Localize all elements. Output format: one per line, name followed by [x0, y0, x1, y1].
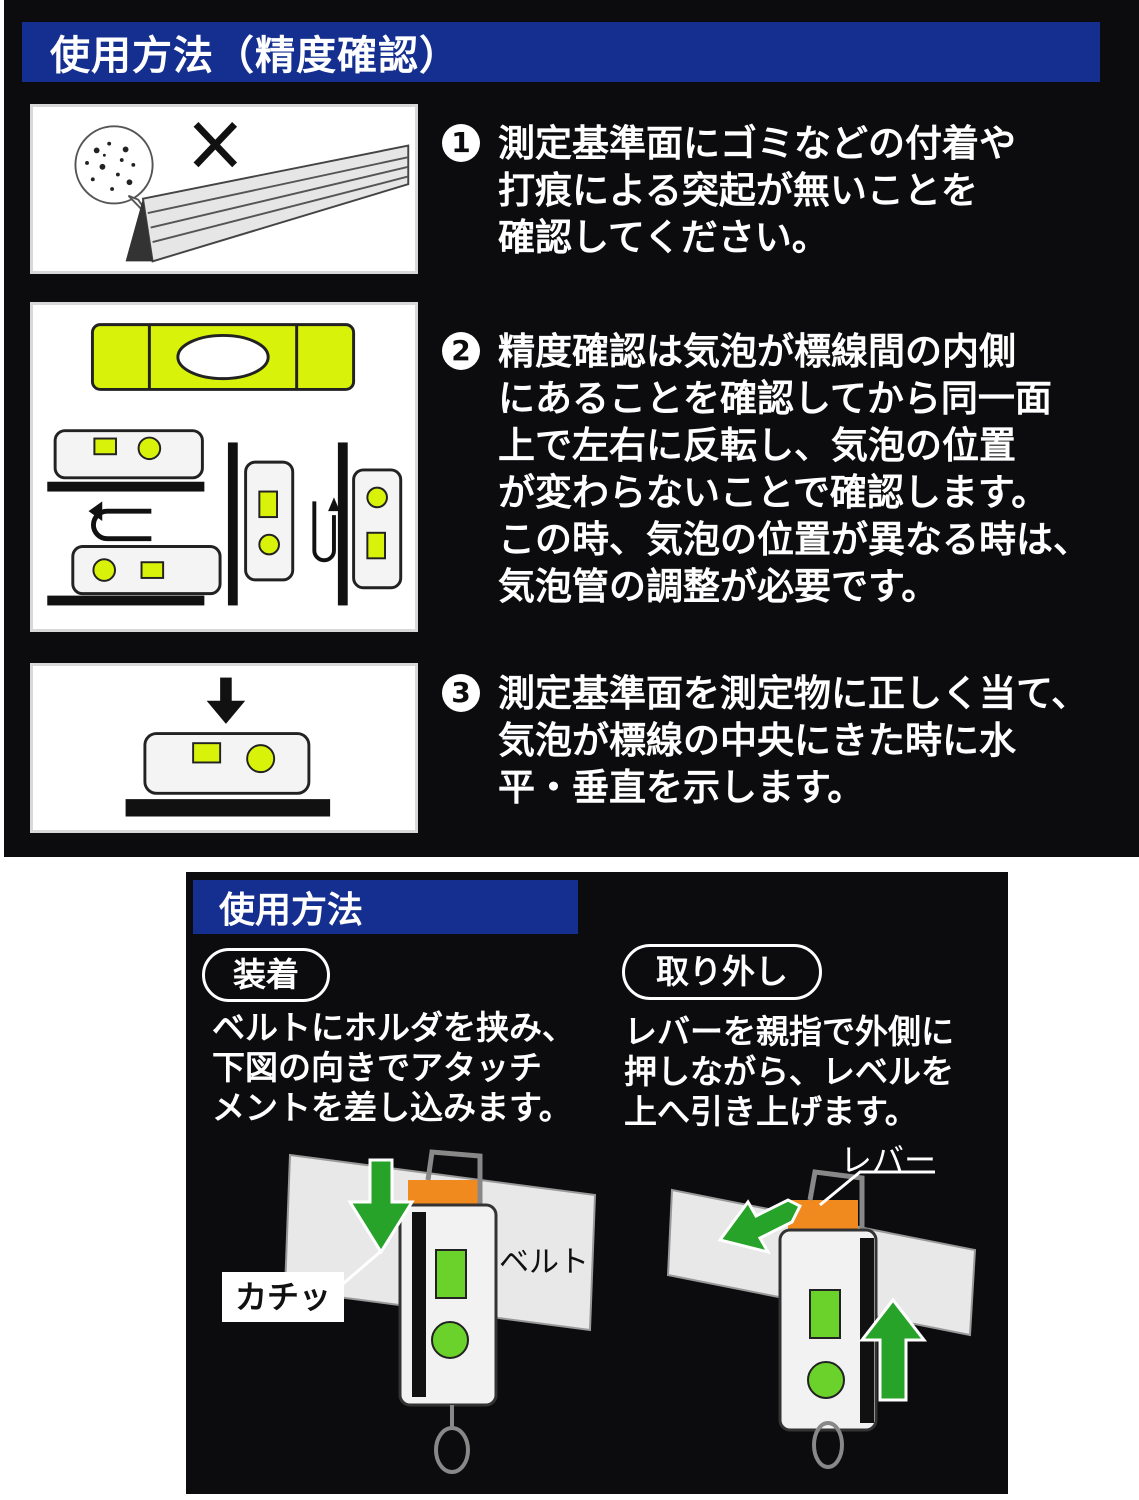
remove-title: 取り外し — [622, 944, 822, 1000]
lever-label: レバー — [840, 1141, 937, 1179]
level-vertical-left — [244, 460, 295, 582]
remove-text: レバーを親指で外側に 押しながら、レベルを 上へ引き上げます。 — [624, 1012, 954, 1131]
remove-drawing — [666, 1169, 977, 1469]
push-lever-arrow — [717, 1198, 803, 1255]
attach-drawing — [283, 1149, 597, 1474]
insert-arrow — [347, 1158, 415, 1255]
step-1-number: 1 — [442, 124, 480, 162]
remove-scene — [660, 1140, 1000, 1480]
step-3-text: 測定基準面を測定物に正しく当て、 気泡が標線の中央にきた時に水 平・垂直を示しま… — [498, 672, 1089, 809]
level-horizontal-lower — [71, 545, 222, 596]
level-on-surface — [143, 732, 311, 795]
step-3-number: 3 — [442, 674, 480, 712]
step-2-text: 精度確認は気泡が標線間の内側 にあることを確認してから同一面 上で左右に反転し、… — [498, 330, 1090, 608]
placement-illustration — [30, 663, 418, 833]
precision-header: 使用方法（精度確認） — [22, 22, 1100, 82]
flip-test-illustration — [30, 302, 418, 632]
dirt-check-illustration — [30, 104, 418, 274]
level-horizontal-upper — [53, 429, 204, 480]
flip-test-drawing — [47, 323, 403, 606]
step-2-number: 2 — [442, 332, 480, 370]
step-1-text: 測定基準面にゴミなどの付着や 打痕による突起が無いことを 確認してください。 — [498, 122, 1016, 259]
attach-text: ベルトにホルダを挟み、 下図の向きでアタッチ メントを差し込みます。 — [212, 1008, 575, 1127]
dirt-check-drawing — [74, 122, 410, 263]
usage-header: 使用方法 — [193, 880, 578, 934]
attach-title: 装着 — [202, 948, 330, 1002]
belt-label: ベルト — [499, 1245, 589, 1280]
click-label: カチッ — [222, 1272, 344, 1322]
level-vertical-right — [352, 468, 403, 590]
attach-scene — [200, 1140, 600, 1480]
placement-drawing — [125, 677, 331, 817]
pull-up-arrow — [858, 1297, 928, 1402]
